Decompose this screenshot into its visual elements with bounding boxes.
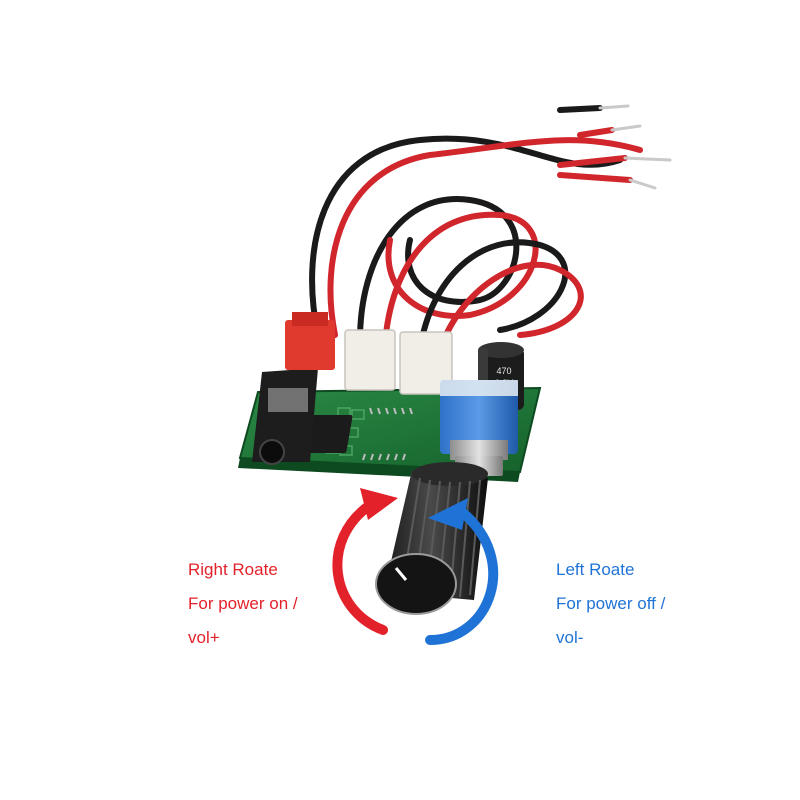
wire-bundle (309, 104, 672, 353)
potentiometer (440, 380, 518, 476)
right-rotate-line1: For power on / (188, 594, 298, 613)
audio-jack (252, 368, 318, 465)
right-rotate-caption: Right Roate For power on / vol+ (188, 553, 298, 655)
right-rotate-arrow (332, 488, 398, 635)
red-connector (285, 312, 335, 370)
right-rotate-title: Right Roate (188, 560, 278, 579)
capacitor-label-1: 470 (496, 366, 511, 376)
left-rotate-line1: For power off / (556, 594, 666, 613)
knob-indicator (394, 567, 408, 581)
white-connector-left (344, 329, 396, 391)
left-rotate-title: Left Roate (556, 560, 635, 579)
right-rotate-line2: vol+ (188, 628, 220, 647)
left-rotate-line2: vol- (556, 628, 584, 647)
left-rotate-caption: Left Roate For power off / vol- (556, 553, 665, 655)
left-rotate-arrow (425, 498, 499, 645)
white-connector-right (399, 331, 453, 395)
volume-knob (375, 462, 488, 615)
